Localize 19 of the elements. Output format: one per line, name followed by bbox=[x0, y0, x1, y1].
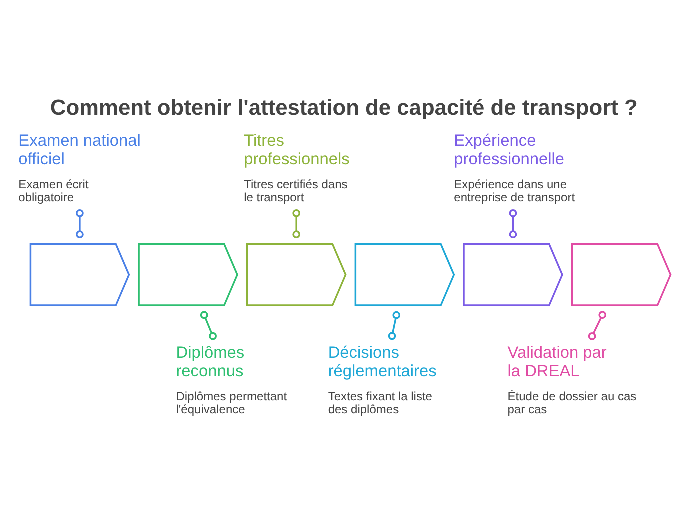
node-chevron bbox=[463, 242, 564, 306]
connector bbox=[292, 208, 301, 238]
connector bbox=[588, 310, 607, 340]
node-chevron bbox=[571, 242, 672, 306]
node-text: Décisions réglementaires Textes fixant la liste des diplômes bbox=[328, 344, 437, 416]
node-text: Examen national officiel Examen écrit obligatoire bbox=[18, 131, 141, 204]
node-text: Titres professionnels Titres certifiés dans le transport bbox=[244, 131, 350, 204]
connector bbox=[200, 310, 217, 340]
node-text: Diplômes reconnus Diplômes permettant l'équivalence bbox=[176, 344, 288, 416]
node-chevron bbox=[246, 242, 347, 306]
node-chevron bbox=[30, 242, 130, 306]
diagram-title: Comment obtenir l'attestation de capacité de transport ? bbox=[50, 94, 638, 120]
connector bbox=[76, 208, 84, 238]
node-chevron bbox=[138, 242, 238, 306]
node-text: Expérience professionnelle Expérience dans une entreprise de transport bbox=[454, 131, 576, 204]
connector bbox=[388, 310, 401, 340]
node-chevron bbox=[354, 242, 456, 306]
node-text: Validation par la DREAL Étude de dossier au cas par cas bbox=[508, 344, 637, 416]
connector bbox=[509, 208, 518, 238]
